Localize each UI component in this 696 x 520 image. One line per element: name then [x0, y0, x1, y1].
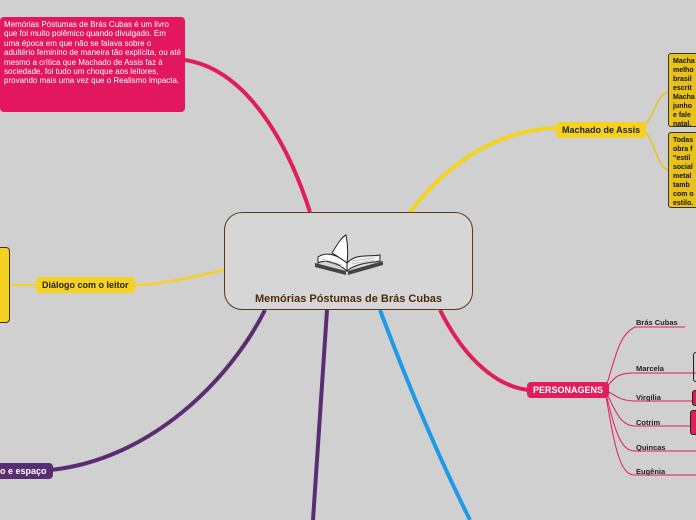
machado-note-line: Macha: [673, 93, 696, 102]
machado-note-line: metal: [673, 172, 696, 181]
dialogo-note-fragment[interactable]: [0, 247, 10, 323]
virgilia-detail-fragment[interactable]: [692, 390, 696, 406]
personagens-branch[interactable]: PERSONAGENS: [527, 382, 609, 398]
cotrim-detail-fragment[interactable]: [690, 410, 696, 435]
machado-note-line: junho: [673, 102, 696, 111]
machado-note-line: brasil: [673, 75, 696, 84]
character-cotrim[interactable]: Cotrim: [636, 418, 660, 427]
machado-note-line: Todas: [673, 136, 696, 145]
character-marcela[interactable]: Marcela: [636, 364, 664, 373]
central-title: Memórias Póstumas de Brás Cubas: [225, 293, 472, 305]
machado-note-line: melho: [673, 66, 696, 75]
machado-note-line: obra f: [673, 145, 696, 154]
open-book-icon: [312, 231, 386, 279]
dialogo-branch[interactable]: Diálogo com o leitor: [36, 277, 135, 293]
machado-note-line: tamb: [673, 181, 696, 190]
machado-note-line: natal.: [673, 120, 696, 127]
central-topic[interactable]: Memórias Póstumas de Brás Cubas: [224, 212, 473, 310]
character-virgilia[interactable]: Virgília: [636, 393, 661, 402]
machado-note-line: escrit: [673, 84, 696, 93]
character-eugenia[interactable]: Eugênia: [636, 467, 665, 476]
tempo-espaco-branch[interactable]: o e espaço: [0, 463, 53, 479]
intro-note[interactable]: Memórias Póstumas de Brás Cubas é um liv…: [0, 17, 185, 112]
machado-note-line: estilo.: [673, 199, 696, 208]
machado-note-line: com o: [673, 190, 696, 199]
machado-note-line: "estil: [673, 154, 696, 163]
machado-note-line: social: [673, 163, 696, 172]
machado-note-line: Macha: [673, 57, 696, 66]
character-quincas[interactable]: Quincas: [636, 443, 666, 452]
machado-branch[interactable]: Machado de Assis: [556, 122, 646, 138]
character-bras-cubas[interactable]: Brás Cubas: [636, 318, 678, 327]
machado-note-line: e fale: [673, 111, 696, 120]
